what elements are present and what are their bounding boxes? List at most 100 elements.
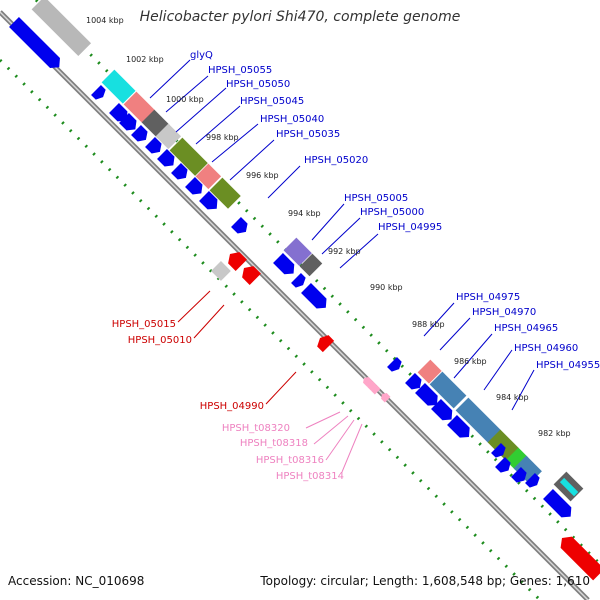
leader-line	[453, 333, 493, 379]
leader-line	[325, 419, 355, 461]
leader-line	[511, 369, 535, 411]
scale-tick-label: 986 kbp	[454, 357, 487, 366]
scale-tick-label: 992 kbp	[328, 247, 361, 256]
label-leader-lines	[149, 59, 535, 473]
gene-label-forward: HPSH_05035	[276, 129, 340, 140]
cds-forward-arrow	[543, 489, 572, 518]
cds-reverse-arrow	[228, 252, 247, 271]
feature-block-green	[505, 447, 529, 471]
leader-line	[195, 105, 241, 145]
feature-block-salmon	[417, 359, 442, 384]
feature-block-olive	[209, 177, 241, 209]
leader-line	[313, 415, 349, 445]
gene-label-reverse: HPSH_04990	[200, 401, 264, 412]
scale-tick-label: 990 kbp	[370, 283, 403, 292]
cds-forward-arrow	[405, 373, 422, 390]
cds-reverse-arrow	[242, 266, 261, 285]
leader-line	[175, 87, 227, 133]
topology-text: Topology: circular; Length: 1,608,548 bp…	[260, 574, 590, 588]
leader-line	[193, 304, 225, 339]
gene-label-forward: HPSH_05040	[260, 114, 324, 125]
feature-block-salmon	[195, 163, 222, 190]
scale-tick-label: 988 kbp	[412, 320, 445, 329]
cds-forward-arrow	[9, 17, 60, 68]
cds-forward-arrow	[171, 163, 188, 180]
leader-line	[305, 411, 341, 429]
scale-tick-label: 982 kbp	[538, 429, 571, 438]
cds-forward-arrow	[447, 415, 470, 438]
scale-tick-label: 996 kbp	[246, 171, 279, 180]
cds-reverse-arrow	[317, 335, 335, 353]
gene-label-forward: HPSH_04965	[494, 323, 558, 334]
cds-reverse-arrow	[560, 536, 600, 581]
scale-tick-label: 1004 kbp	[86, 16, 124, 25]
feature-block-steelblue	[429, 371, 467, 409]
leader-line	[341, 423, 363, 473]
feature-block-purple	[283, 237, 312, 266]
genome-backbone	[0, 10, 590, 600]
gene-labels: glyQHPSH_05055HPSH_05050HPSH_05045HPSH_0…	[112, 50, 600, 482]
leader-line	[311, 203, 345, 241]
scale-tick-label: 984 kbp	[496, 393, 529, 402]
gene-label-forward: HPSH_04995	[378, 222, 442, 233]
leader-line	[211, 123, 259, 163]
feature-block-salmon	[123, 91, 155, 123]
gene-label-forward: HPSH_04955	[536, 360, 600, 371]
trna-arrow	[381, 393, 391, 403]
leader-line	[267, 165, 301, 199]
gene-label-trna: HPSH_t08318	[240, 438, 308, 449]
gene-label-forward: HPSH_05045	[240, 96, 304, 107]
feature-block-cyan	[559, 477, 579, 497]
trna-arrow	[371, 385, 381, 395]
leader-line	[339, 233, 379, 269]
gene-label-trna: HPSH_t08314	[276, 471, 344, 482]
cds-forward-arrow	[491, 443, 506, 458]
cds-forward-arrow	[431, 399, 453, 421]
gene-label-forward: HPSH_05005	[344, 193, 408, 204]
cds-forward-arrow	[145, 137, 162, 154]
cds-forward-arrow	[157, 149, 175, 167]
gene-label-trna: HPSH_t08316	[256, 455, 324, 466]
trna-arrow	[363, 377, 373, 387]
leader-line	[439, 317, 471, 351]
cds-forward-arrow	[415, 383, 438, 406]
gene-label-forward: HPSH_04970	[472, 307, 536, 318]
feature-block-lightgrey	[155, 123, 182, 150]
feature-block-cyan	[101, 69, 136, 104]
feature-block-olive	[487, 429, 519, 461]
map-title: Helicobacter pylori Shi470, complete gen…	[139, 9, 461, 25]
feature-block-lightgrey	[211, 261, 231, 281]
gene-label-reverse: HPSH_05010	[128, 335, 192, 346]
cds-forward-arrow	[301, 283, 327, 309]
cds-forward-arrow	[273, 253, 295, 275]
feature-block-grey	[31, 0, 92, 57]
gene-label-forward: HPSH_04960	[514, 343, 578, 354]
gene-label-reverse: HPSH_05015	[112, 319, 176, 330]
trna-arrow	[367, 381, 377, 391]
backbone-highlight	[0, 11, 589, 600]
cds-forward-arrow	[199, 191, 218, 210]
cds-forward-arrow	[109, 103, 128, 122]
scale-tick-label: 1000 kbp	[166, 95, 204, 104]
cds-forward-arrow	[495, 457, 511, 473]
feature-tracks	[9, 0, 600, 581]
feature-block-olive	[169, 137, 208, 176]
cds-forward-arrow	[185, 177, 203, 195]
accession-text: Accession: NC_010698	[8, 574, 145, 588]
feature-block-darkgrey	[299, 253, 323, 277]
scale-tick-label: 994 kbp	[288, 209, 321, 218]
cds-forward-arrow	[91, 85, 106, 100]
gene-label-forward: HPSH_05000	[360, 207, 424, 218]
cds-forward-arrow	[119, 113, 137, 131]
scale-tick-label: 1002 kbp	[126, 55, 164, 64]
gene-label-forward: HPSH_04975	[456, 292, 520, 303]
leader-line	[149, 59, 191, 99]
gene-label-forward: HPSH_05050	[226, 79, 290, 90]
cds-forward-arrow	[387, 357, 402, 372]
leader-line	[265, 371, 297, 405]
gene-label-forward: HPSH_05020	[304, 155, 368, 166]
gene-label-trna: HPSH_t08320	[222, 423, 290, 434]
cds-forward-arrow	[291, 273, 306, 288]
